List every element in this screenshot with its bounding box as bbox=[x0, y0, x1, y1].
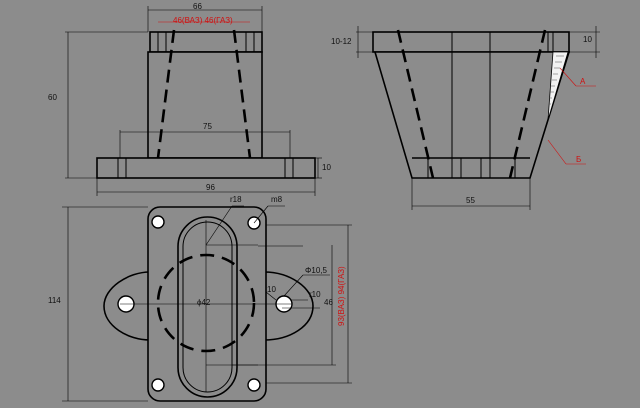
plan-dim-m8: m8 bbox=[271, 195, 283, 204]
side-top-flange bbox=[372, 31, 570, 53]
front-top-flange bbox=[149, 31, 263, 53]
side-dim-bottom: 55 bbox=[466, 196, 475, 205]
side-hatched-area bbox=[547, 51, 569, 121]
side-hatching bbox=[549, 55, 564, 105]
side-tapered-body bbox=[373, 51, 571, 179]
plan-outer-slot bbox=[177, 216, 238, 398]
side-hidden-walls bbox=[396, 29, 547, 179]
front-hidden-walls bbox=[156, 29, 252, 159]
side-view bbox=[372, 29, 571, 179]
front-dim-height: 60 bbox=[48, 93, 57, 102]
side-label-a: А bbox=[580, 77, 586, 86]
plan-dim-r10: r10 bbox=[309, 290, 321, 299]
front-dim-base-height: 10 bbox=[322, 163, 331, 172]
front-body bbox=[147, 51, 263, 159]
plan-dim-46: 46 bbox=[324, 298, 333, 307]
front-dimension-lines bbox=[65, 6, 322, 196]
side-dimension-lines bbox=[356, 26, 600, 210]
plan-dim-height: 114 bbox=[48, 296, 61, 305]
front-dim-top: 66 bbox=[193, 2, 202, 11]
plan-bolt-hole-tl bbox=[151, 215, 165, 229]
plan-dimension-lines bbox=[62, 205, 352, 402]
front-flange-hidden-holes bbox=[157, 32, 255, 52]
plan-dim-10: 10 bbox=[267, 285, 276, 294]
front-base-plate bbox=[96, 157, 316, 179]
plan-dim-bore: ϕ42 bbox=[197, 298, 211, 307]
side-dim-flange: 10-12 bbox=[331, 37, 352, 46]
side-label-b: Б bbox=[576, 155, 582, 164]
side-dim-top-right: 10 bbox=[583, 35, 592, 44]
plan-dim-hole: Φ10,5 bbox=[305, 266, 327, 275]
front-dim-mid: 75 bbox=[203, 122, 212, 131]
plan-bolt-hole-br bbox=[247, 378, 261, 392]
front-base-hidden-holes bbox=[117, 158, 294, 178]
front-dim-top-red: 46(ВАЗ) 46(ГАЗ) bbox=[173, 16, 233, 25]
plan-dim-r18: r18 bbox=[230, 195, 242, 204]
front-dim-base-width: 96 bbox=[206, 183, 215, 192]
side-centre-lines bbox=[427, 32, 554, 178]
front-view bbox=[96, 29, 316, 179]
plan-dim-red-vertical: 93(ВАЗ) 94(ГАЗ) bbox=[337, 266, 346, 326]
plan-inner-slot bbox=[182, 221, 233, 393]
plan-bolt-hole-bl bbox=[151, 378, 165, 392]
